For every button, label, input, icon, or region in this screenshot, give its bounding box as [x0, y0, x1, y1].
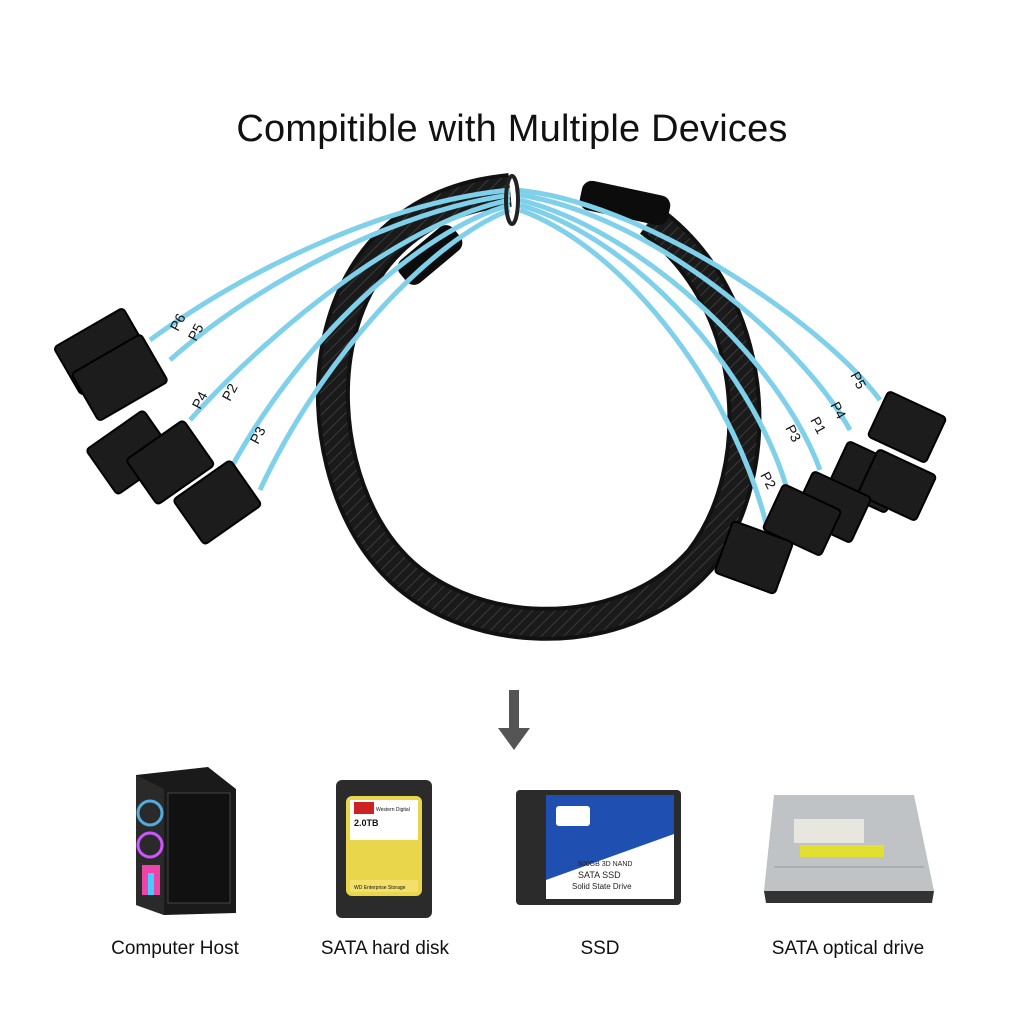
down-arrow-icon [498, 690, 530, 750]
device-caption-sata-optical-drive: SATA optical drive [771, 938, 925, 959]
svg-text:P3: P3 [247, 424, 269, 447]
svg-text:P1: P1 [807, 414, 829, 437]
svg-text:P2: P2 [757, 469, 779, 492]
svg-text:P6: P6 [167, 311, 189, 334]
ssd-icon: 500GB 3D NAND SATA SSD Solid State Drive [516, 790, 681, 905]
svg-text:2.0TB: 2.0TB [354, 818, 379, 828]
device-caption-computer-host: Computer Host [111, 938, 239, 959]
svg-text:SATA SSD: SATA SSD [578, 870, 621, 880]
page-title: Compitible with Multiple Devices [236, 108, 788, 150]
device-caption-ssd: SSD [580, 938, 620, 959]
svg-text:WD Enterprise Storage: WD Enterprise Storage [354, 885, 406, 891]
svg-text:Solid State Drive: Solid State Drive [572, 882, 632, 891]
computer-tower-icon [136, 767, 236, 915]
svg-text:P4: P4 [189, 389, 211, 412]
optical-drive-icon [764, 795, 934, 903]
device-caption-sata-hard-disk: SATA hard disk [320, 938, 450, 959]
svg-text:P4: P4 [827, 399, 849, 422]
svg-text:P5: P5 [847, 369, 869, 392]
svg-text:Western Digital: Western Digital [376, 807, 410, 813]
svg-text:P3: P3 [782, 422, 804, 445]
sata-cable-image: P6 P5 P4 P2 P3 P5 P4 P1 P3 P2 [54, 173, 947, 641]
svg-text:500GB 3D NAND: 500GB 3D NAND [578, 861, 632, 868]
svg-text:P2: P2 [219, 381, 241, 404]
svg-text:P5: P5 [185, 321, 207, 344]
hard-disk-icon: Western Digital 2.0TB WD Enterprise Stor… [336, 780, 432, 918]
